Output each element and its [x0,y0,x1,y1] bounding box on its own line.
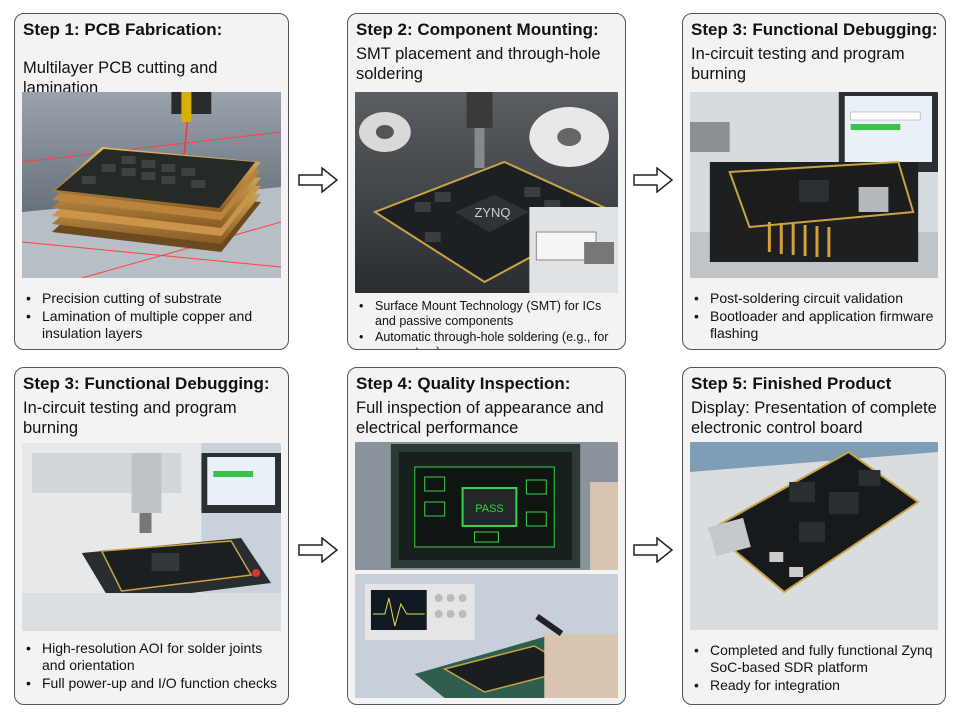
step-card-3: Step 3: Functional Debugging: In-circuit… [682,13,946,350]
step-subtitle: In-circuit testing and program burning [23,399,237,437]
list-item: •Automatic through-hole soldering (e.g.,… [359,330,609,349]
step-bullets: •Precision cutting of substrate •Laminat… [24,290,280,343]
step-card-5: Step 4: Quality Inspection: Full inspect… [347,367,626,705]
right-arrow-icon [633,537,673,563]
list-item: •High-resolution AOI for solder joints a… [26,640,263,673]
right-arrow-icon [298,167,338,193]
step-subtitle: SMT placement and through-hole soldering [356,45,601,83]
smt-placement-photo: ZYNQ [355,92,618,293]
aoi-machine-photo [22,443,281,631]
svg-text:ZYNQ: ZYNQ [474,205,510,220]
list-item: •Bootloader and application firmware fla… [694,308,934,341]
step-title: Step 3: Functional Debugging: [691,20,938,39]
step-subtitle: Full inspection of appearance and electr… [356,399,604,437]
step-title: Step 5: Finished Product [691,374,892,393]
step-subtitle: Display: Presentation of complete electr… [691,399,937,437]
step-title: Step 4: Quality Inspection: [356,374,571,393]
in-circuit-test-photo [690,92,938,278]
list-item: •Ready for integration [694,677,840,693]
svg-text:PASS: PASS [475,503,503,515]
list-item: •Precision cutting of substrate [26,290,222,306]
step-title: Step 3: Functional Debugging: [23,374,270,393]
step-bullets: •High-resolution AOI for solder joints a… [24,640,280,693]
right-arrow-icon [633,167,673,193]
step-title: Step 1: PCB Fabrication: [23,20,223,39]
step-card-4: Step 3: Functional Debugging: In-circuit… [14,367,289,705]
step-card-1: Step 1: PCB Fabrication: Multilayer PCB … [14,13,289,350]
step-bullets: •Surface Mount Technology (SMT) for ICs … [357,299,617,349]
aoi-pass-screen-photo: PASS [355,442,618,570]
list-item: •Post-soldering circuit validation [694,290,903,306]
oscilloscope-probe-photo [355,574,618,698]
list-item: •Lamination of multiple copper and insul… [26,308,253,341]
list-item: •Surface Mount Technology (SMT) for ICs … [359,299,602,328]
step-title: Step 2: Component Mounting: [356,20,599,39]
step-subtitle: In-circuit testing and program burning [691,45,905,83]
step-bullets: •Post-soldering circuit validation •Boot… [692,290,937,343]
finished-board-photo [690,442,938,630]
right-arrow-icon [298,537,338,563]
step-bullets: •Completed and fully functional Zynq SoC… [692,642,937,695]
step-card-6: Step 5: Finished Product Display: Presen… [682,367,946,705]
list-item: •Completed and fully functional Zynq SoC… [694,642,933,675]
step-card-2: Step 2: Component Mounting: SMT placemen… [347,13,626,350]
list-item: •Full power-up and I/O function checks [26,675,278,691]
pcb-lamination-photo [22,92,281,278]
